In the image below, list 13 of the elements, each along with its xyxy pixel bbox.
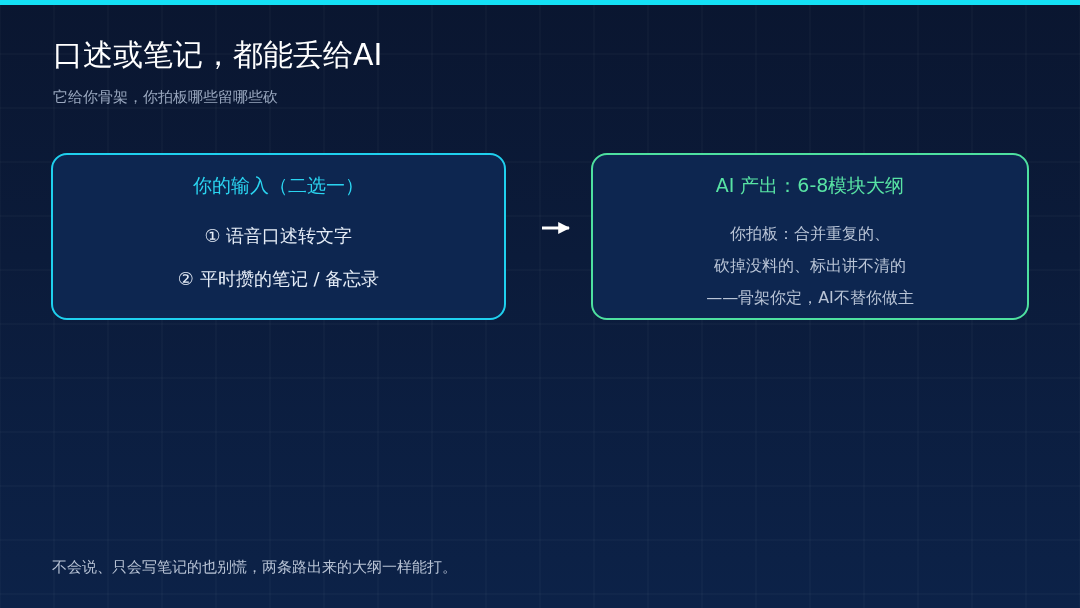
card-text: 砍掉没料的、标出讲不清的 bbox=[714, 254, 906, 277]
card-heading: 你的输入（二选一） bbox=[193, 173, 364, 198]
footer-note: 不会说、只会写笔记的也别慌，两条路出来的大纲一样能打。 bbox=[52, 557, 457, 578]
content-card bbox=[51, 153, 506, 320]
card-heading: AI 产出：6-8模块大纲 bbox=[715, 173, 905, 198]
subtitle: 它给你骨架，你拍板哪些留哪些砍 bbox=[53, 87, 278, 108]
card-text: ① 语音口述转文字 bbox=[204, 223, 353, 248]
slide-title: 口述或笔记，都能丢给AI bbox=[53, 36, 383, 74]
card-text: 你拍板：合并重复的、 bbox=[730, 222, 890, 245]
content-card bbox=[591, 153, 1029, 320]
card-text: ——骨架你定，AI不替你做主 bbox=[706, 286, 914, 309]
arrow bbox=[542, 222, 571, 234]
card-text: ② 平时攒的笔记 / 备忘录 bbox=[177, 266, 380, 291]
